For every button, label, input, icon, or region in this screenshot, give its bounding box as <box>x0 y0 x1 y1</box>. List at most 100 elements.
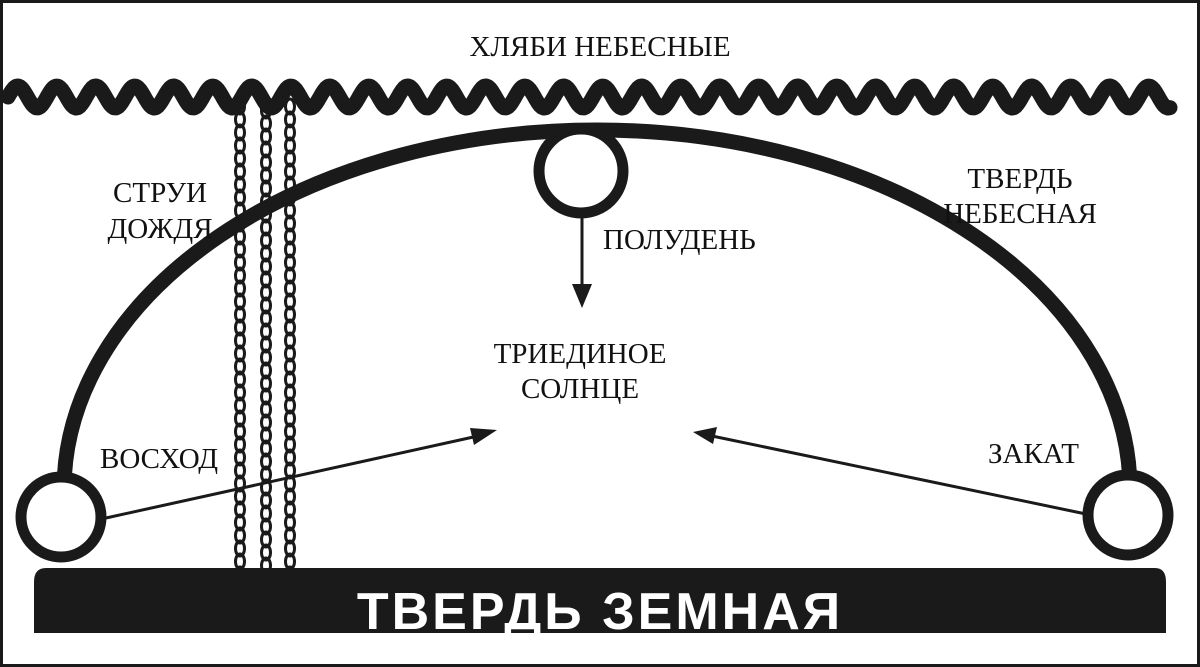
rain-chain-link <box>234 97 246 116</box>
rain-chain-link <box>284 227 296 246</box>
rain-chain-link <box>234 448 246 467</box>
sun-sunset-circle <box>1082 469 1174 561</box>
rain-chain-link <box>284 175 296 194</box>
rain-chain-link <box>284 370 296 389</box>
rain-chain-link <box>234 513 246 532</box>
rain-chain-link <box>284 448 296 467</box>
rain-chain-link <box>234 409 246 428</box>
rain-chain-link <box>284 487 296 506</box>
rain-chain-link <box>284 136 296 155</box>
earth-label: ТВЕРДЬ ЗЕМНАЯ <box>356 583 844 641</box>
rain-label-line1: СТРУИ <box>113 177 207 209</box>
rain-chain-link <box>260 322 272 341</box>
rain-chain-link <box>260 491 272 510</box>
rain-chain-link <box>260 348 272 367</box>
rain-chain-link <box>284 539 296 558</box>
rain-chain-link <box>234 214 246 233</box>
rain-chain-link <box>260 283 272 302</box>
rain-chain-link <box>234 292 246 311</box>
sun-label-line2: СОЛНЦЕ <box>520 373 640 405</box>
rain-chain-link <box>284 305 296 324</box>
rain-chain-link <box>234 435 246 454</box>
rain-chain-link <box>284 240 296 259</box>
rain-chain-link <box>260 296 272 315</box>
rain-chain-link <box>234 461 246 480</box>
rain-chain-link <box>260 387 272 406</box>
sunrise-arrow-head <box>470 428 497 445</box>
rain-chain-link <box>284 266 296 285</box>
sunset-label: ЗАКАТ <box>988 438 1079 470</box>
sunrise-label: ВОСХОД <box>100 443 218 475</box>
heavens-wave-band <box>0 78 1178 116</box>
sunset-arrow-head <box>693 427 717 444</box>
rain-chain-link <box>260 413 272 432</box>
rain-chain-link <box>260 218 272 237</box>
rain-chain-link <box>260 192 272 211</box>
sunrise-arrow <box>105 434 479 520</box>
rain-chain-link <box>234 526 246 545</box>
rain-chain-link <box>284 435 296 454</box>
rain-chain-link <box>234 279 246 298</box>
rain-chain-link <box>284 253 296 272</box>
rain-chain-link <box>284 331 296 350</box>
rain-label-line2: ДОЖДЯ <box>107 213 213 245</box>
rain-chain-link <box>284 292 296 311</box>
rain-chain-link <box>260 335 272 354</box>
rain-chain-link <box>284 344 296 363</box>
rain-chain-link <box>234 383 246 402</box>
rain-chain-link <box>234 136 246 155</box>
rain-chain-link <box>234 331 246 350</box>
rain-chain-link <box>234 162 246 181</box>
rain-chain-link <box>260 153 272 172</box>
rain-chain-link <box>284 422 296 441</box>
rain-chain-link <box>284 279 296 298</box>
rain-chain-link <box>260 504 272 523</box>
rain-chain-link <box>284 214 296 233</box>
rain-chain-link <box>260 179 272 198</box>
rain-chain-link <box>234 123 246 142</box>
rain-chain-link <box>234 240 246 259</box>
rain-chain-link <box>260 374 272 393</box>
rain-chain-link <box>260 114 272 133</box>
earth-base <box>34 568 1166 633</box>
rain-chain-link <box>234 227 246 246</box>
rain-chain-link <box>234 253 246 272</box>
rain-chain-link <box>260 543 272 562</box>
rain-chain-link <box>284 383 296 402</box>
rain-chain-link <box>284 110 296 129</box>
rain-chain-link <box>234 110 246 129</box>
noon-label: ПОЛУДЕНЬ <box>603 224 756 256</box>
sun-sunrise-circle <box>15 471 107 563</box>
rain-chain-link <box>284 526 296 545</box>
noon-arrow-head <box>572 284 592 308</box>
rain-chain-link <box>260 166 272 185</box>
firmament-label-line2: НЕБЕСНАЯ <box>943 198 1097 230</box>
rain-chain-link <box>284 162 296 181</box>
rain-chain-link <box>234 474 246 493</box>
rain-chain-link <box>260 478 272 497</box>
rain-chain-link <box>234 175 246 194</box>
rain-chain-link <box>260 270 272 289</box>
rain-chain-link <box>260 400 272 419</box>
rain-chain-link <box>260 140 272 159</box>
rain-chain-link <box>260 530 272 549</box>
rain-chain-link <box>260 101 272 120</box>
rain-chain-link <box>234 539 246 558</box>
rain-chain-link <box>234 149 246 168</box>
rain-chain-link <box>284 513 296 532</box>
rain-chain-link <box>234 357 246 376</box>
firmament-label-line1: ТВЕРДЬ <box>967 163 1073 195</box>
rain-chain-link <box>284 149 296 168</box>
rain-chain-link <box>284 500 296 519</box>
rain-chain-link <box>284 409 296 428</box>
rain-chain-link <box>234 422 246 441</box>
sunset-arrow <box>711 434 1087 516</box>
rain-chain-link <box>260 244 272 263</box>
rain-chain-link <box>284 396 296 415</box>
rain-chain-link <box>234 500 246 519</box>
rain-chain-link <box>260 517 272 536</box>
rain-chain-link <box>284 357 296 376</box>
rain-chain-link <box>234 266 246 285</box>
rain-chain-link <box>234 396 246 415</box>
